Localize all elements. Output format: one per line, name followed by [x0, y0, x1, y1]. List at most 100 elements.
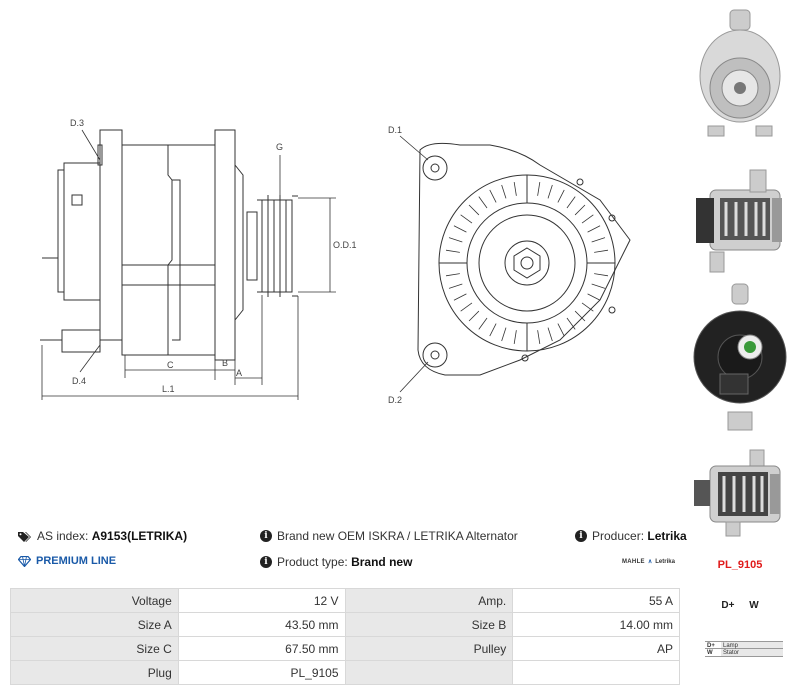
- spec-value: 12 V: [177, 588, 346, 613]
- table-row: Plug PL_9105: [10, 660, 680, 685]
- cooling-slot: [445, 249, 460, 253]
- pin-label: D+: [721, 600, 735, 611]
- spec-value: 67.50 mm: [177, 636, 346, 661]
- producer: i Producer: Letrika: [575, 529, 687, 543]
- info-row-1: AS index: A9153(LETRIKA) i Brand new OEM…: [18, 529, 687, 547]
- spec-key: Voltage: [10, 588, 179, 613]
- pin-legend-key: D+: [707, 643, 715, 649]
- label-d1: D.1: [388, 125, 402, 135]
- cooling-slot: [566, 196, 576, 209]
- cooling-slot: [448, 237, 463, 243]
- product-type: i Product type: Brand new: [260, 555, 412, 569]
- thumbnail-front-view[interactable]: [690, 8, 790, 138]
- brand-logo: MAHLE ∧ Letrika: [622, 558, 675, 566]
- as-index-value: A9153(LETRIKA): [91, 529, 188, 543]
- product-type-label: Product type:: [277, 555, 348, 569]
- description: i Brand new OEM ISKRA / LETRIKA Alternat…: [260, 529, 518, 543]
- cooling-slot: [587, 225, 601, 233]
- cooling-slot: [581, 302, 594, 312]
- table-row: Size A 43.50 mm Size B 14.00 mm: [10, 612, 680, 637]
- premium-line: PREMIUM LINE: [18, 555, 116, 567]
- table-row: Voltage 12 V Amp. 55 A: [10, 588, 680, 613]
- specs-table: Voltage 12 V Amp. 55 A Size A 43.50 mm S…: [10, 588, 680, 685]
- spec-key: Amp.: [344, 588, 514, 613]
- diamond-icon: [18, 555, 31, 567]
- spec-value: [512, 660, 680, 685]
- cooling-slot: [566, 317, 576, 330]
- brand-logo-mark: ∧: [647, 559, 653, 565]
- as-index-label: AS index:: [37, 529, 89, 543]
- spec-value: 55 A: [512, 588, 680, 613]
- cooling-slot: [453, 225, 467, 233]
- spec-key: [344, 660, 514, 685]
- cooling-slot: [501, 184, 507, 199]
- pin-label: W: [749, 600, 759, 611]
- pin-legend-row: D+ Lamp: [705, 641, 783, 649]
- producer-value: Letrika: [647, 529, 687, 543]
- spec-key: Size A: [10, 612, 179, 637]
- cooling-slot: [537, 181, 541, 196]
- brand-logo-letrika: Letrika: [655, 558, 675, 565]
- label-b: B: [222, 358, 228, 368]
- thumbnail-side-view[interactable]: [690, 168, 790, 278]
- table-row: Size C 67.50 mm Pulley AP: [10, 636, 680, 661]
- cooling-slot: [489, 189, 497, 203]
- spec-key: Size C: [10, 636, 179, 661]
- cooling-slot: [513, 330, 517, 345]
- spec-key: Size B: [344, 612, 514, 637]
- label-d2: D.2: [388, 395, 402, 405]
- cooling-slot: [594, 249, 609, 253]
- cooling-slot: [445, 273, 460, 277]
- technical-drawing: D.3 D.4 G O.D.1 C B A L.1 D.1 D.2: [40, 118, 631, 405]
- cooling-slot: [574, 310, 586, 322]
- cooling-slot: [557, 323, 565, 337]
- cooling-slot: [547, 327, 553, 342]
- spec-key: Pulley: [344, 636, 514, 661]
- spec-value: AP: [512, 636, 680, 661]
- cooling-slot: [594, 273, 609, 277]
- pin-legend-value: Lamp: [721, 642, 783, 649]
- cooling-slot: [574, 204, 586, 216]
- product-type-value: Brand new: [351, 555, 413, 569]
- pin-legend: D+ Lamp W Stator: [705, 641, 783, 657]
- cooling-slot: [537, 330, 541, 345]
- tags-icon: [18, 531, 31, 542]
- cooling-slot: [468, 204, 480, 216]
- spec-value: 43.50 mm: [177, 612, 346, 637]
- cooling-slot: [581, 214, 594, 224]
- label-d3: D.3: [70, 118, 84, 128]
- as-index: AS index: A9153(LETRIKA): [18, 529, 187, 543]
- thumbnail-top-view[interactable]: [690, 448, 790, 538]
- cooling-slot: [489, 323, 497, 337]
- info-icon: i: [575, 530, 587, 542]
- label-g: G: [276, 142, 283, 152]
- thumbnail-rear-view[interactable]: [690, 282, 790, 432]
- pin-legend-key: W: [707, 650, 713, 656]
- spec-value: 14.00 mm: [512, 612, 680, 637]
- info-icon: i: [260, 530, 272, 542]
- cooling-slot: [460, 302, 473, 312]
- cooling-slot: [453, 293, 467, 301]
- cooling-slot: [478, 196, 488, 209]
- cooling-slot: [448, 283, 463, 289]
- premium-line-text: PREMIUM LINE: [36, 555, 117, 567]
- info-icon: i: [260, 556, 272, 568]
- plug-code-label: PL_9105: [717, 559, 763, 571]
- cooling-slot: [591, 237, 606, 243]
- label-od1: O.D.1: [333, 240, 357, 250]
- cooling-slot: [591, 283, 606, 289]
- pin-header: D+ W: [690, 600, 790, 611]
- pin-legend-value: Stator: [721, 649, 783, 656]
- label-l1: L.1: [162, 384, 175, 394]
- info-row-2: PREMIUM LINE i Product type: Brand new M…: [18, 555, 680, 573]
- cooling-slot: [557, 189, 565, 203]
- cooling-slot: [501, 327, 507, 342]
- cooling-slot: [513, 181, 517, 196]
- label-c: C: [167, 360, 174, 370]
- spec-key: Plug: [10, 660, 179, 685]
- producer-label: Producer:: [592, 529, 645, 543]
- label-d4: D.4: [72, 376, 86, 386]
- cooling-slot: [478, 317, 488, 330]
- brand-logo-mahle: MAHLE: [622, 558, 645, 565]
- description-text: Brand new OEM ISKRA / LETRIKA Alternator: [277, 529, 518, 543]
